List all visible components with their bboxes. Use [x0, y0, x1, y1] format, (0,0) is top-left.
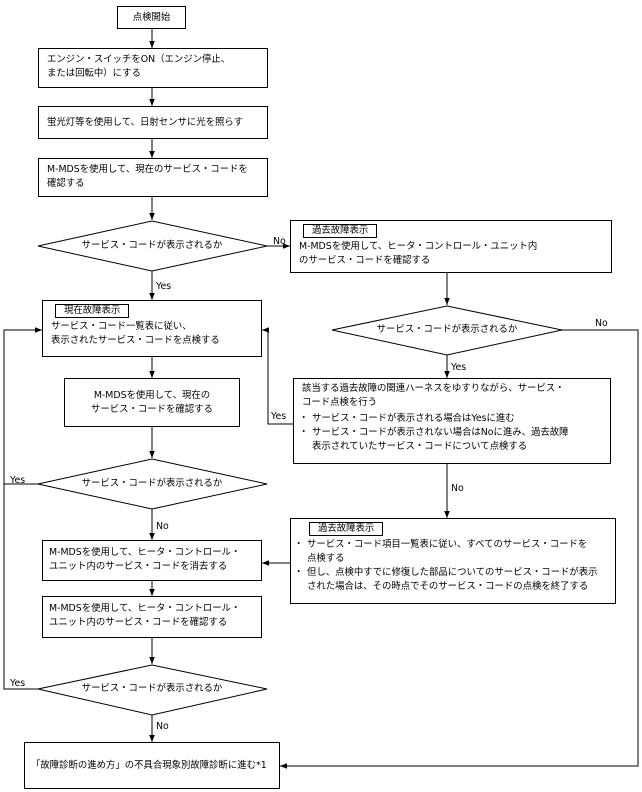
decision-4-text: サービス・コードが表示されるか — [81, 683, 223, 694]
label-no-decision4: No — [156, 721, 169, 732]
past-fault-2-bullet-1: サービス・コード項目一覧表に従い、すべてのサービス・コードを 点検する — [294, 538, 609, 566]
final-step-text: 「故障診断の進め方」の不具合現象別故障診断に進む*1 — [31, 760, 267, 771]
harness-bullet-2-line2: 表示されていたサービス・コードについて点検する — [312, 441, 528, 452]
label-yes-decision3: Yes — [10, 475, 26, 486]
harness-line1: 該当する過去故障の関連ハーネスをゆすりながら、サービス・ — [302, 383, 565, 394]
label-yes-decision2: Yes — [451, 362, 467, 373]
confirm-current-line2: サービス・コードを確認する — [91, 404, 213, 415]
step-confirm-current: M-MDSを使用して、現在の サービス・コードを確認する — [64, 378, 240, 427]
start-label: 点検開始 — [132, 12, 171, 23]
step-erase-codes: M-MDSを使用して、ヒータ・コントロール・ ユニット内のサービス・コードを消去… — [42, 540, 262, 581]
harness-bullet-2: サービス・コードが表示されない場合はNoに進み、過去故障 表示されていたサービス… — [299, 426, 602, 454]
label-no-harness: No — [451, 483, 464, 494]
start-node: 点検開始 — [117, 6, 186, 29]
arrow-harness-yes-to-current — [262, 327, 293, 425]
current-fault-tag: 現在故障表示 — [55, 304, 130, 318]
step-check-current-line2: 確認する — [47, 178, 85, 189]
step-ignition-line1: エンジン・スイッチをON（エンジン停止、 — [47, 54, 231, 65]
decision-diamond-4 — [37, 664, 268, 716]
step-confirm-unit-codes: M-MDSを使用して、ヒータ・コントロール・ ユニット内のサービス・コードを確認… — [42, 596, 262, 638]
current-fault-line1: サービス・コード一覧表に従い、 — [51, 321, 192, 332]
arrow-decision2-no-to-final — [280, 329, 639, 769]
confirm-current-line1: M-MDSを使用して、現在の — [93, 390, 211, 401]
step-light-sensor-text: 蛍光灯等を使用して、日射センサに光を照らす — [47, 117, 243, 128]
harness-bullet-2-line1: サービス・コードが表示されない場合はNoに進み、過去故障 — [312, 427, 569, 438]
past-fault-2-bullet-2-line1: 但し、点検中すでに修復した部品についてのサービス・コードが表示 — [307, 567, 598, 578]
erase-line1: M-MDSを使用して、ヒータ・コントロール・ — [49, 547, 241, 558]
current-fault-line2: 表示されたサービス・コードを点検する — [51, 335, 220, 346]
harness-bullet-1: サービス・コードが表示される場合はYesに進む — [299, 412, 602, 426]
confirm-unit-line2: ユニット内のサービス・コードを確認する — [49, 617, 228, 628]
decision-diamond-1 — [37, 220, 268, 272]
current-fault-box: 現在故障表示 サービス・コード一覧表に従い、 表示されたサービス・コードを点検す… — [42, 300, 262, 357]
decision-diamond-3 — [37, 458, 268, 510]
past-fault-tag: 過去故障表示 — [303, 224, 378, 238]
step-ignition-on: エンジン・スイッチをON（エンジン停止、 または回転中）にする — [38, 48, 268, 88]
step-light-sensor: 蛍光灯等を使用して、日射センサに光を照らす — [38, 106, 268, 139]
past-fault-line2: のサービス・コードを確認する — [299, 255, 431, 266]
label-no-decision1: No — [273, 236, 286, 247]
past-fault-box-2: 過去故障表示 サービス・コード項目一覧表に従い、すべてのサービス・コードを 点検… — [290, 518, 616, 604]
decision-2-text: サービス・コードが表示されるか — [376, 324, 518, 335]
past-fault-2-bullet-1-line2: 点検する — [307, 553, 345, 564]
label-no-decision2: No — [595, 318, 608, 329]
label-no-decision3: No — [156, 521, 169, 532]
harness-bullet-1-line1: サービス・コードが表示される場合はYesに進む — [312, 413, 515, 424]
arrow-decision3-yes-loop — [3, 327, 42, 485]
label-yes-harness: Yes — [271, 411, 287, 422]
decision-1-text: サービス・コードが表示されるか — [81, 240, 223, 251]
arrow-decision4-yes-loop — [3, 484, 38, 690]
past-fault-2-tag: 過去故障表示 — [309, 522, 384, 536]
harness-check-box: 該当する過去故障の関連ハーネスをゆすりながら、サービス・ コード点検を行う サー… — [293, 378, 611, 464]
step-check-current-codes: M-MDSを使用して、現在のサービス・コードを 確認する — [38, 158, 268, 197]
past-fault-2-bullet-2-line2: された場合は、その時点でそのサービス・コードの点検を終了する — [307, 581, 589, 592]
erase-line2: ユニット内のサービス・コードを消去する — [49, 561, 228, 572]
step-ignition-line2: または回転中）にする — [47, 68, 141, 79]
decision-diamond-2 — [331, 305, 563, 356]
past-fault-2-bullet-1-line1: サービス・コード項目一覧表に従い、すべてのサービス・コードを — [307, 539, 588, 550]
past-fault-box: 過去故障表示 M-MDSを使用して、ヒータ・コントロール・ユニット内 のサービス… — [290, 220, 612, 273]
label-yes-decision4: Yes — [10, 678, 26, 689]
past-fault-line1: M-MDSを使用して、ヒータ・コントロール・ユニット内 — [299, 241, 538, 252]
label-yes-decision1: Yes — [156, 281, 172, 292]
confirm-unit-line1: M-MDSを使用して、ヒータ・コントロール・ — [49, 603, 241, 614]
past-fault-2-bullet-2: 但し、点検中すでに修復した部品についてのサービス・コードが表示 された場合は、そ… — [294, 566, 609, 594]
harness-line2: コード点検を行う — [302, 397, 378, 408]
final-step: 「故障診断の進め方」の不具合現象別故障診断に進む*1 — [24, 742, 280, 789]
step-check-current-line1: M-MDSを使用して、現在のサービス・コードを — [47, 164, 248, 175]
decision-3-text: サービス・コードが表示されるか — [81, 478, 223, 489]
